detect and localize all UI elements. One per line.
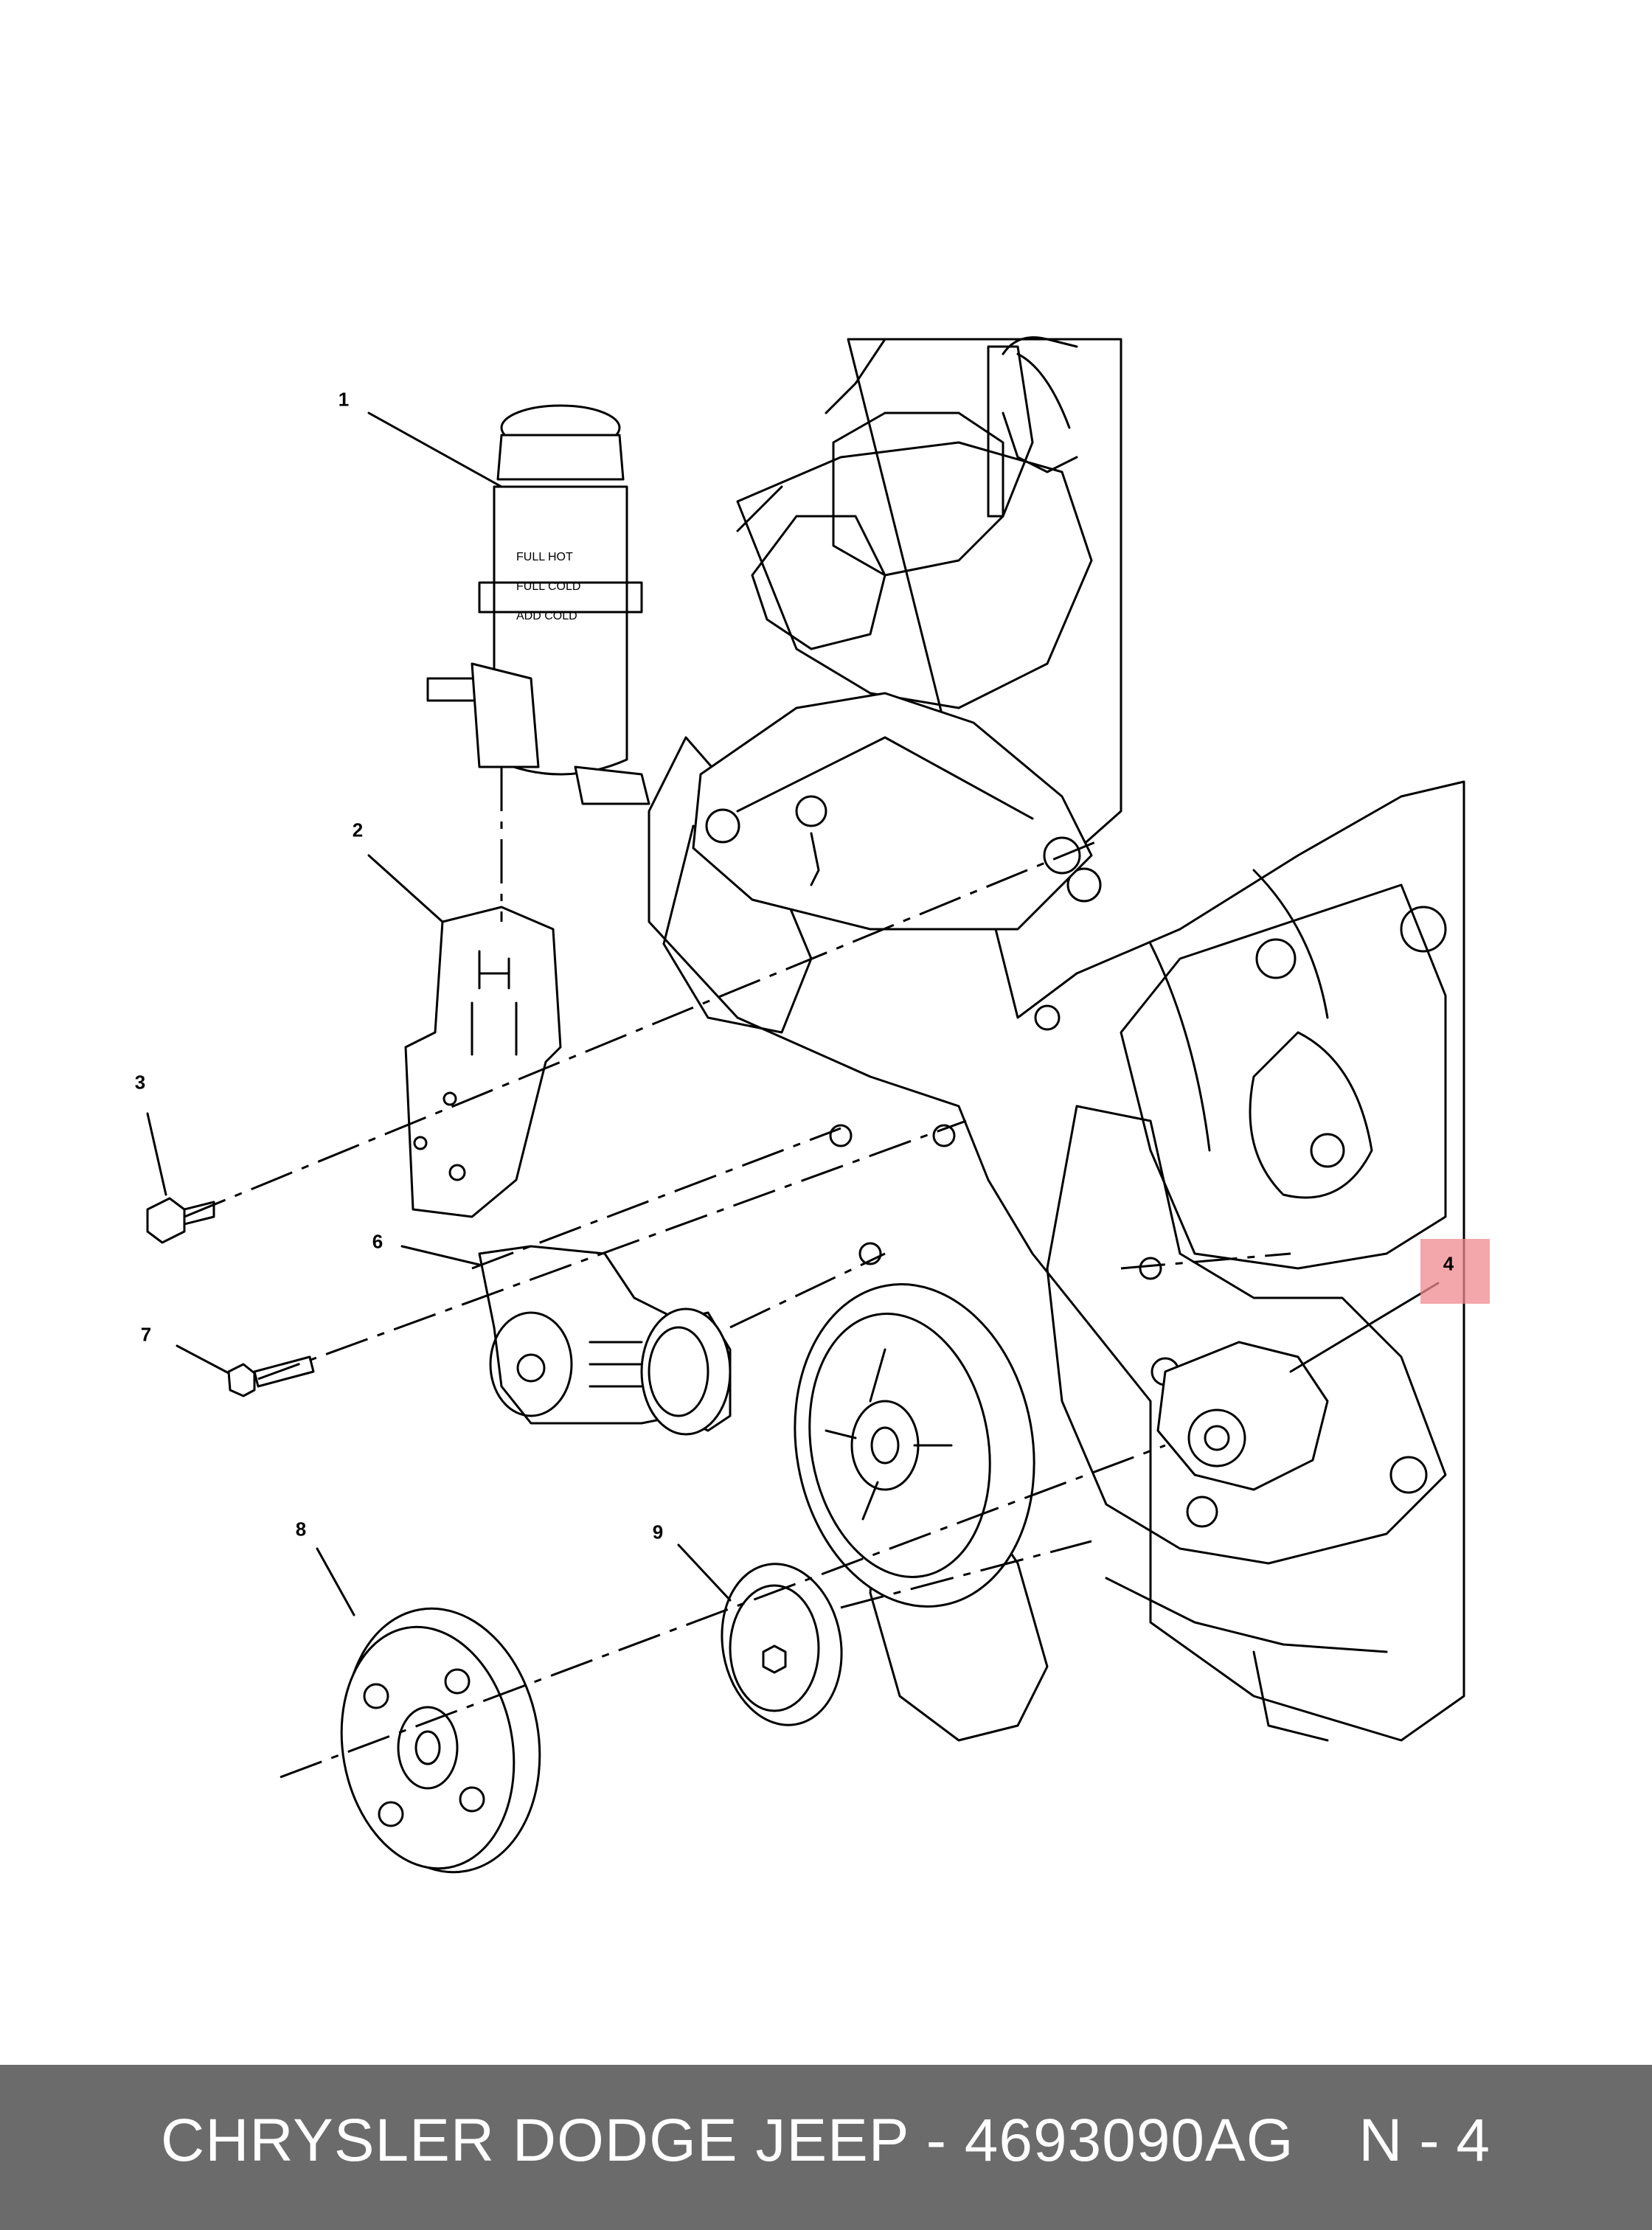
callout-3: 3 (134, 1071, 146, 1094)
engine-block-drawing (648, 336, 1465, 1742)
pulley-8-drawing (340, 1607, 541, 1874)
callout-1: 1 (338, 388, 350, 411)
reservoir-drawing: FULL HOT FULL COLD ADD COLD (426, 404, 650, 805)
svg-text:FULL HOT: FULL HOT (516, 551, 573, 563)
tensioner-drawing (478, 1245, 732, 1436)
part-title: CHRYSLER DODGE JEEP - 4693090AG (161, 2107, 1294, 2174)
callout-2: 2 (352, 819, 364, 841)
callout-9: 9 (652, 1521, 664, 1543)
part-reference: N - 4 (1358, 2107, 1490, 2174)
svg-text:FULL COLD: FULL COLD (516, 580, 580, 593)
callout-4: 4 (1443, 1252, 1454, 1275)
svg-text:ADD COLD: ADD COLD (516, 610, 577, 622)
bolt-3-drawing (146, 1197, 215, 1244)
bracket-drawing (404, 906, 562, 1218)
callout-7: 7 (140, 1323, 152, 1346)
footer-bar: CHRYSLER DODGE JEEP - 4693090AG N - 4 (0, 2065, 1652, 2230)
leader-lines (146, 411, 1440, 1779)
callout-8: 8 (295, 1518, 307, 1540)
part-4-highlight (1420, 1239, 1490, 1304)
exploded-parts-diagram: FULL HOT FULL COLD ADD COLD (146, 336, 1465, 1874)
bolt-7-drawing (227, 1355, 315, 1397)
crank-pulley-drawing (794, 1283, 1035, 1608)
idler-pulley-9-drawing (721, 1563, 843, 1726)
callout-6: 6 (372, 1230, 384, 1253)
